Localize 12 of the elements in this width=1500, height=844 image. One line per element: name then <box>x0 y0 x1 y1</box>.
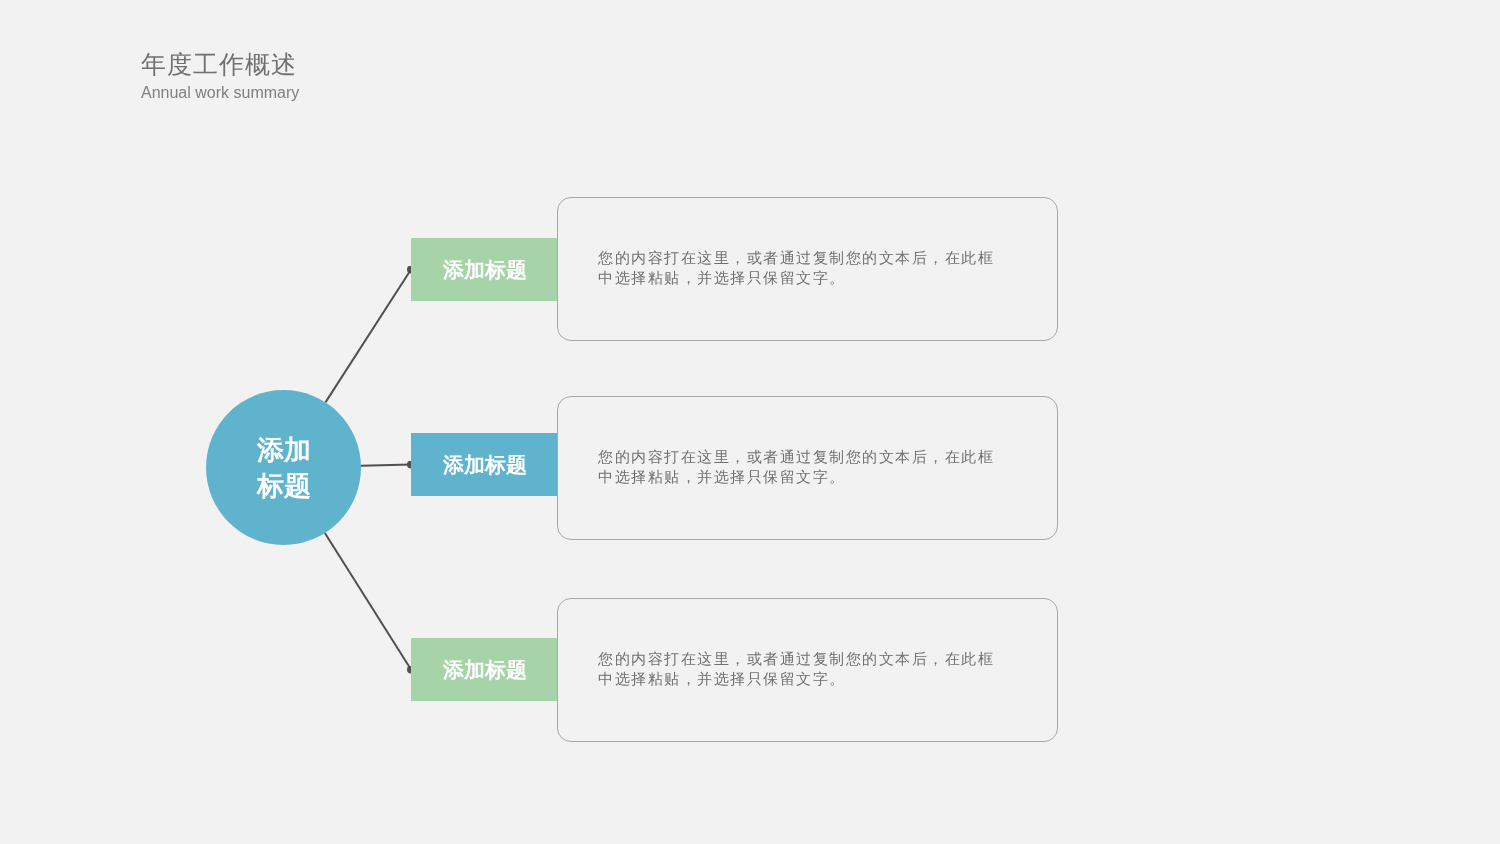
topic-circle: 添加标题 <box>206 390 361 545</box>
heading-tag: 添加标题 <box>411 433 557 496</box>
slide-subtitle: Annual work summary <box>141 84 300 102</box>
body-text: 您的内容打在这里，或者通过复制您的文本后，在此框中选择粘贴，并选择只保留文字。 <box>598 448 995 487</box>
body-text: 您的内容打在这里，或者通过复制您的文本后，在此框中选择粘贴，并选择只保留文字。 <box>598 650 995 689</box>
content-card <box>557 396 1058 540</box>
heading-tag: 添加标题 <box>411 238 557 301</box>
slide-title: 年度工作概述 <box>141 49 297 81</box>
content-card <box>557 197 1058 341</box>
body-text: 您的内容打在这里，或者通过复制您的文本后，在此框中选择粘贴，并选择只保留文字。 <box>598 249 995 288</box>
content-card <box>557 598 1058 742</box>
heading-tag: 添加标题 <box>411 638 557 701</box>
